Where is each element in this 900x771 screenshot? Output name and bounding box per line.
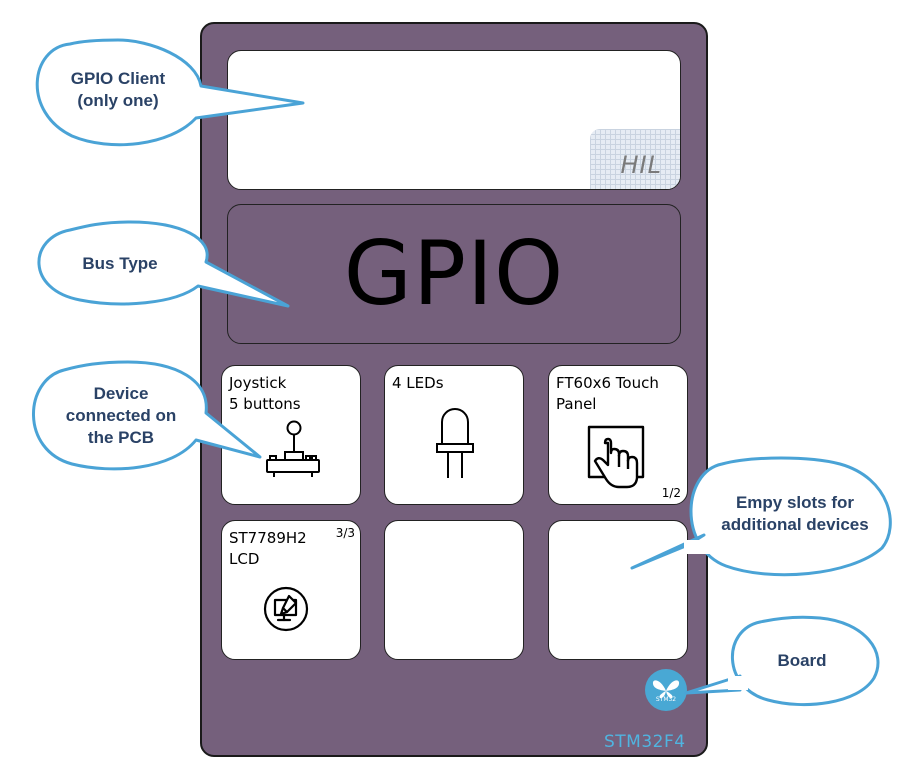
- stm32-logo-text: STM32: [655, 696, 677, 703]
- stm32-logo: STM32: [645, 669, 687, 711]
- device-slot-lcd: ST7789H2 LCD 3/3: [221, 520, 361, 660]
- device-slot-leds: 4 LEDs: [384, 365, 524, 505]
- callout-client: GPIO Client (only one): [70, 69, 166, 110]
- joystick-icon: [266, 420, 320, 477]
- empty-slot: [384, 520, 524, 660]
- device-label: Joystick 5 buttons: [229, 374, 301, 413]
- device-label: 4 LEDs: [392, 374, 444, 392]
- board-name: STM32F4: [604, 732, 686, 752]
- bus-type-slot: GPIO: [227, 204, 681, 344]
- client-slot: HIL: [227, 50, 681, 190]
- hil-tag: HIL: [590, 129, 680, 189]
- device-label: FT60x6 Touch Panel: [556, 374, 659, 413]
- device-slot-joystick: Joystick 5 buttons: [221, 365, 361, 505]
- led-icon: [436, 408, 474, 478]
- bus-type-label: GPIO: [343, 222, 565, 325]
- callout-board: Board: [777, 651, 827, 670]
- device-index: 3/3: [335, 526, 355, 540]
- callout-empty: Empy slots for additional devices: [721, 493, 869, 534]
- empty-slot: [548, 520, 688, 660]
- callout-bus: Bus Type: [82, 254, 158, 273]
- touch-panel-icon: [587, 425, 645, 489]
- butterfly-icon: [652, 680, 680, 699]
- device-slot-touch-panel: FT60x6 Touch Panel 1/2: [548, 365, 688, 505]
- callout-device: Device connected on the PCB: [65, 384, 177, 447]
- device-label: ST7789H2 LCD: [229, 529, 307, 568]
- lcd-icon: [263, 586, 309, 632]
- hil-label: HIL: [620, 151, 662, 179]
- device-index: 1/2: [661, 486, 681, 500]
